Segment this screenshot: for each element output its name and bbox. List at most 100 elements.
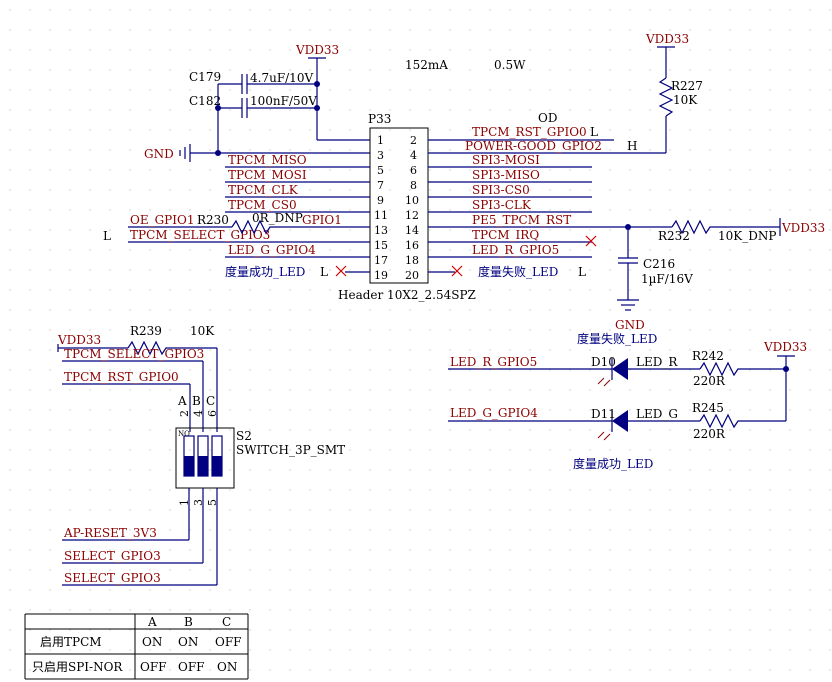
- svg-text:OFF: OFF: [178, 660, 205, 674]
- gnd-left-symbol: GND: [144, 144, 370, 162]
- led-d10: LED_R_GPIO5 D10 LED_R: [448, 355, 700, 387]
- svg-text:LED_R: LED_R: [636, 355, 678, 369]
- svg-text:OE_GPIO1: OE_GPIO1: [130, 213, 194, 227]
- svg-text:1: 1: [178, 499, 191, 506]
- svg-text:OFF: OFF: [215, 635, 242, 649]
- net-tpcm-rst-gpio0-sw: TPCM_RST_GPIO0: [64, 370, 179, 384]
- svg-text:3: 3: [192, 499, 205, 506]
- svg-text:10K_DNP: 10K_DNP: [718, 229, 776, 243]
- svg-text:8: 8: [410, 179, 417, 192]
- net-select-gpio3-b: SELECT_GPIO3: [64, 571, 161, 585]
- vdd33-led-symbol: VDD33: [763, 340, 807, 421]
- svg-text:NO: NO: [178, 430, 190, 438]
- svg-text:4: 4: [192, 410, 205, 417]
- svg-text:1: 1: [377, 134, 384, 147]
- vdd33-top-symbol: VDD33: [295, 43, 339, 140]
- svg-text:C: C: [222, 615, 231, 629]
- svg-text:VDD33: VDD33: [295, 43, 339, 57]
- no-connect-pin20-icon: [451, 265, 463, 277]
- svg-text:4: 4: [410, 149, 417, 162]
- header-right-nets: TPCM_RST_GPIO0 L OD POWER-GOOD_GPIO2 H S…: [428, 111, 672, 279]
- capacitor-c182: C182 100nF/50V: [189, 94, 317, 118]
- svg-text:1µF/16V: 1µF/16V: [641, 272, 693, 286]
- svg-text:B: B: [184, 615, 193, 629]
- svg-text:SPI3-CLK: SPI3-CLK: [472, 198, 532, 212]
- svg-text:D11: D11: [591, 407, 616, 421]
- svg-text:VDD33: VDD33: [781, 221, 825, 235]
- gnd-c216-symbol: GND: [615, 299, 645, 332]
- svg-text:11: 11: [374, 209, 388, 222]
- svg-text:9: 9: [377, 194, 384, 207]
- svg-text:B: B: [192, 394, 201, 408]
- svg-text:L: L: [578, 265, 586, 279]
- svg-text:LED_R_GPIO5: LED_R_GPIO5: [450, 355, 537, 369]
- svg-text:POWER-GOOD_GPIO2: POWER-GOOD_GPIO2: [465, 139, 602, 153]
- power-note: 0.5W: [494, 58, 526, 72]
- svg-text:220R: 220R: [693, 374, 726, 388]
- svg-text:12: 12: [405, 209, 419, 222]
- svg-text:TPCM_RST_GPIO0: TPCM_RST_GPIO0: [472, 125, 587, 139]
- svg-text:220R: 220R: [693, 427, 726, 441]
- svg-text:R230: R230: [197, 213, 229, 227]
- svg-text:C216: C216: [643, 257, 675, 271]
- svg-text:GND: GND: [144, 147, 174, 161]
- svg-text:GND: GND: [615, 318, 645, 332]
- svg-text:10K: 10K: [190, 324, 215, 338]
- svg-text:D10: D10: [591, 355, 616, 369]
- dip-switch-s2: NO A B C 2 4 6 1 3 5 S2 SWITCH_3P_SMT: [175, 394, 345, 506]
- svg-text:LED_G_GPIO4: LED_G_GPIO4: [228, 243, 316, 257]
- l-level-note: L: [103, 229, 111, 243]
- svg-text:TPCM_CLK: TPCM_CLK: [228, 183, 299, 197]
- svg-text:只启用SPI-NOR: 只启用SPI-NOR: [32, 660, 123, 674]
- svg-text:VDD33: VDD33: [645, 32, 689, 46]
- svg-text:13: 13: [374, 224, 388, 237]
- led-success-title: 度量成功_LED: [573, 456, 653, 471]
- resistor-r227: VDD33 R227 10K: [645, 32, 703, 153]
- svg-text:R232: R232: [658, 229, 690, 243]
- mode-table: A B C 启用TPCM ON ON OFF 只启用SPI-NOR OFF OF…: [24, 613, 249, 680]
- svg-text:7: 7: [377, 179, 384, 192]
- no-connect-pin19-icon: [335, 265, 347, 277]
- svg-text:100nF/50V: 100nF/50V: [250, 94, 317, 108]
- svg-text:度量失败_LED: 度量失败_LED: [478, 264, 558, 279]
- net-tpcm-select-gpio3-sw: TPCM_SELECT_GPIO3: [64, 347, 204, 361]
- svg-text:SPI3-MISO: SPI3-MISO: [472, 168, 540, 182]
- header-p33: P33 Header 10X2_2.54SPZ 1 3 5 7 9 11 13 …: [338, 112, 476, 302]
- header-left-nets: TPCM_MISO TPCM_MOSI TPCM_CLK TPCM_CS0 GP…: [128, 153, 370, 279]
- svg-text:GPIO1: GPIO1: [302, 213, 342, 227]
- svg-text:S2: S2: [236, 429, 252, 443]
- svg-text:VDD33: VDD33: [57, 333, 101, 347]
- svg-text:PE5_TPCM_RST: PE5_TPCM_RST: [472, 213, 571, 227]
- resistor-r230: OE_GPIO1 R230 0R_DNP: [128, 211, 303, 235]
- svg-text:SPI3-CS0: SPI3-CS0: [472, 183, 530, 197]
- svg-text:3: 3: [377, 149, 384, 162]
- svg-text:6: 6: [410, 164, 417, 177]
- svg-text:P33: P33: [368, 112, 391, 126]
- svg-text:R239: R239: [130, 324, 162, 338]
- net-select-gpio3-a: SELECT_GPIO3: [64, 549, 161, 563]
- led-fail-title: 度量失败_LED: [577, 331, 657, 346]
- svg-text:19: 19: [374, 269, 388, 282]
- svg-text:ON: ON: [217, 660, 237, 674]
- svg-text:10K: 10K: [673, 93, 698, 107]
- svg-text:A: A: [147, 615, 157, 629]
- svg-text:5: 5: [206, 499, 219, 506]
- svg-text:C: C: [206, 394, 215, 408]
- svg-text:OD: OD: [538, 111, 557, 125]
- svg-text:18: 18: [405, 254, 419, 267]
- svg-text:L: L: [590, 125, 598, 139]
- svg-text:启用TPCM: 启用TPCM: [40, 635, 102, 649]
- led-d11: LED_G_GPIO4 D11 LED_G: [448, 406, 700, 441]
- svg-text:TPCM_MISO: TPCM_MISO: [228, 153, 307, 167]
- svg-text:4.7uF/10V: 4.7uF/10V: [250, 71, 313, 85]
- svg-text:ON: ON: [178, 635, 198, 649]
- svg-text:LED_R_GPIO5: LED_R_GPIO5: [472, 243, 559, 257]
- svg-text:R227: R227: [671, 79, 703, 93]
- svg-text:2: 2: [410, 134, 417, 147]
- svg-text:ON: ON: [142, 635, 162, 649]
- svg-text:A: A: [177, 394, 187, 408]
- svg-text:10: 10: [405, 194, 419, 207]
- no-connect-pin18-icon: [585, 235, 597, 247]
- svg-text:C182: C182: [189, 94, 221, 108]
